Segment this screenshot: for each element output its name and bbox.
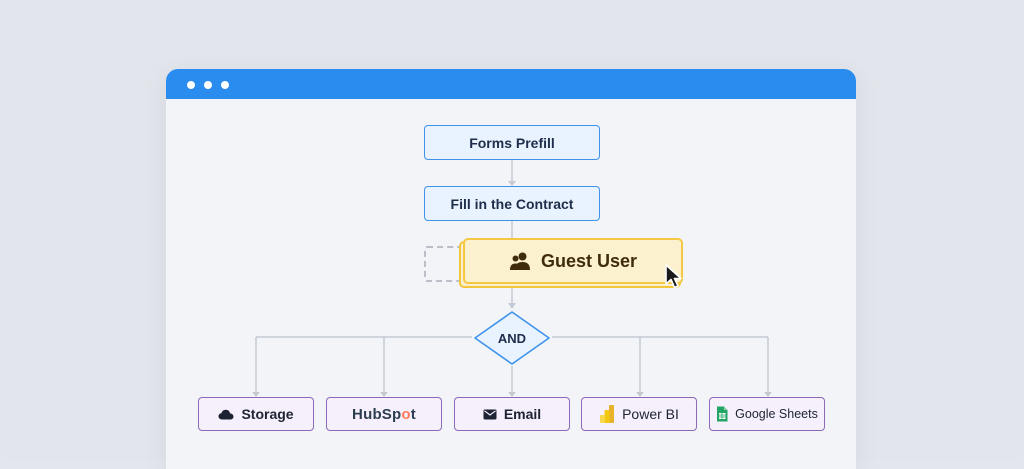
arrowhead (252, 392, 260, 397)
arrowhead (764, 392, 772, 397)
destination-email[interactable]: Email (454, 397, 570, 431)
arrowhead (636, 392, 644, 397)
drag-placeholder (424, 246, 464, 282)
step-label: Fill in the Contract (450, 195, 574, 212)
users-icon (509, 251, 531, 271)
destination-label: Power BI (622, 406, 679, 422)
step-guest-user[interactable]: Guest User (463, 238, 683, 284)
window-titlebar (166, 69, 856, 99)
arrowhead (508, 181, 516, 186)
destination-hubspot[interactable]: HubSpot (326, 397, 442, 431)
step-label: Forms Prefill (469, 134, 555, 151)
window-dot[interactable] (204, 81, 212, 89)
destination-storage[interactable]: Storage (198, 397, 314, 431)
mouse-pointer-icon (665, 264, 682, 289)
and-gate-label: AND (497, 330, 527, 346)
and-gate-diamond[interactable] (472, 310, 552, 366)
destination-power-bi[interactable]: Power BI (581, 397, 697, 431)
step-fill-contract[interactable]: Fill in the Contract (424, 186, 600, 221)
arrowhead (380, 392, 388, 397)
arrowhead (508, 303, 516, 309)
power-bi-logo (599, 404, 615, 424)
envelope-icon (483, 409, 497, 420)
destination-label: Google Sheets (735, 407, 818, 421)
google-sheets-logo (716, 406, 728, 422)
guest-label: Guest User (540, 250, 638, 271)
arrowhead (508, 392, 516, 397)
window-dot[interactable] (221, 81, 229, 89)
hubspot-logo: HubSpot (352, 405, 416, 423)
destination-label: Storage (241, 406, 294, 422)
destination-google-sheets[interactable]: Google Sheets (709, 397, 825, 431)
destination-label: Email (503, 406, 542, 422)
cloud-icon (218, 409, 234, 420)
window-dot[interactable] (187, 81, 195, 89)
step-forms-prefill[interactable]: Forms Prefill (424, 125, 600, 160)
